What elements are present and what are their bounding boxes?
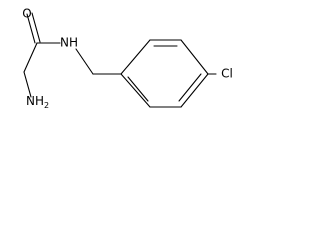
structural-formula: O NH Cl NH2 [22,7,233,111]
amide-nitrogen-label: NH [60,36,78,50]
carbonyl-double-bond-a [26,13,36,44]
benzene-ring [120,39,209,108]
carbonyl-to-ch2-bond [23,42,38,73]
amine-subscript-label: 2 [44,101,49,110]
ring-bond-1 [120,39,151,75]
carbonyl-double-bond-b [31,12,41,43]
ring-bond-6 [120,73,151,108]
oxygen-label: O [22,7,31,21]
amine-nitrogen-label: NH [26,94,44,108]
amide-n-to-benzyl-bond [75,48,94,75]
chlorine-label: Cl [221,67,233,81]
ring-inner-double-2 [178,73,202,102]
ch2-to-amine-bond [23,71,32,98]
backbone-bonds [23,12,122,98]
ring-bond-4 [180,73,209,108]
ring-bond-3 [180,39,209,75]
amine-nitrogen-group: NH2 [26,94,49,110]
ring-inner-double-3 [127,76,149,102]
